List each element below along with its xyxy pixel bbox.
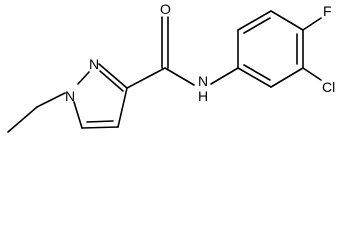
bond-c5-n1 — [73, 101, 83, 129]
bond-ar2-ar3-inner — [243, 17, 271, 34]
bond-ar4-f — [302, 17, 322, 31]
bond-n2-c3-double — [99, 70, 124, 92]
molecule-structure: N N O N H Cl F — [7, 1, 335, 133]
atom-label-nh-n: N — [198, 73, 208, 89]
bond-ethyl-ch3 — [7, 106, 38, 133]
atom-label-n1: N — [65, 88, 75, 104]
atom-label-f: F — [323, 3, 332, 19]
bond-ar2-ar3 — [237, 10, 272, 31]
bond-ar6-ar1-inner — [243, 64, 271, 81]
atom-label-cl: Cl — [322, 79, 335, 95]
bond-ar5-ar6 — [270, 67, 304, 88]
bond-n1-n2 — [77, 71, 90, 85]
bond-ar5-cl — [302, 67, 322, 81]
bond-nh-aryl — [210, 67, 239, 85]
bond-ar3-ar4 — [270, 10, 304, 31]
atom-label-nh-h: H — [198, 88, 208, 104]
atom-label-o: O — [160, 1, 171, 17]
bond-c4-c5-double — [86, 120, 114, 123]
bond-c3-carbonyl — [126, 67, 166, 89]
bond-n2-c3 — [98, 63, 128, 89]
bond-c3-c4 — [117, 87, 128, 128]
bond-c4-c5 — [81, 126, 119, 129]
bond-ethyl-ch2 — [36, 92, 66, 108]
bond-carbonyl-nh — [164, 67, 195, 86]
atom-label-n2: N — [89, 56, 99, 72]
bond-ar6-ar1 — [237, 67, 272, 88]
